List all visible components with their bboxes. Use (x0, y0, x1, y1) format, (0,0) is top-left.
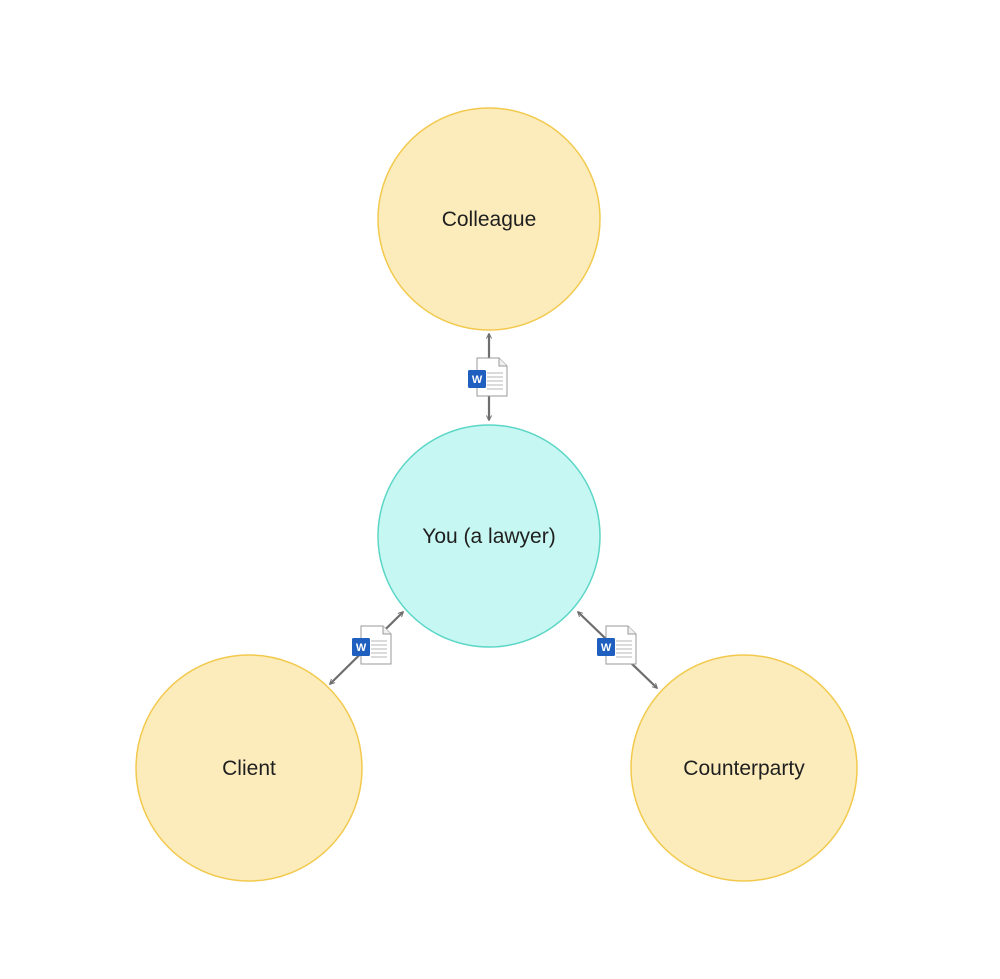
node-counterparty-label: Counterparty (683, 757, 805, 780)
node-colleague-label: Colleague (442, 208, 537, 231)
node-client-label: Client (222, 757, 276, 780)
word-document-icon: W (467, 357, 508, 397)
word-document-icon-letter: W (601, 642, 612, 654)
node-you: You (a lawyer) (377, 424, 601, 648)
node-colleague: Colleague (377, 107, 601, 331)
word-document-icon: W (351, 625, 392, 665)
word-document-icon: W (596, 625, 637, 665)
node-you-label: You (a lawyer) (422, 525, 555, 548)
word-document-icon-letter: W (356, 642, 367, 654)
word-document-icon-letter: W (472, 374, 483, 386)
node-client: Client (135, 654, 363, 882)
node-counterparty: Counterparty (630, 654, 858, 882)
